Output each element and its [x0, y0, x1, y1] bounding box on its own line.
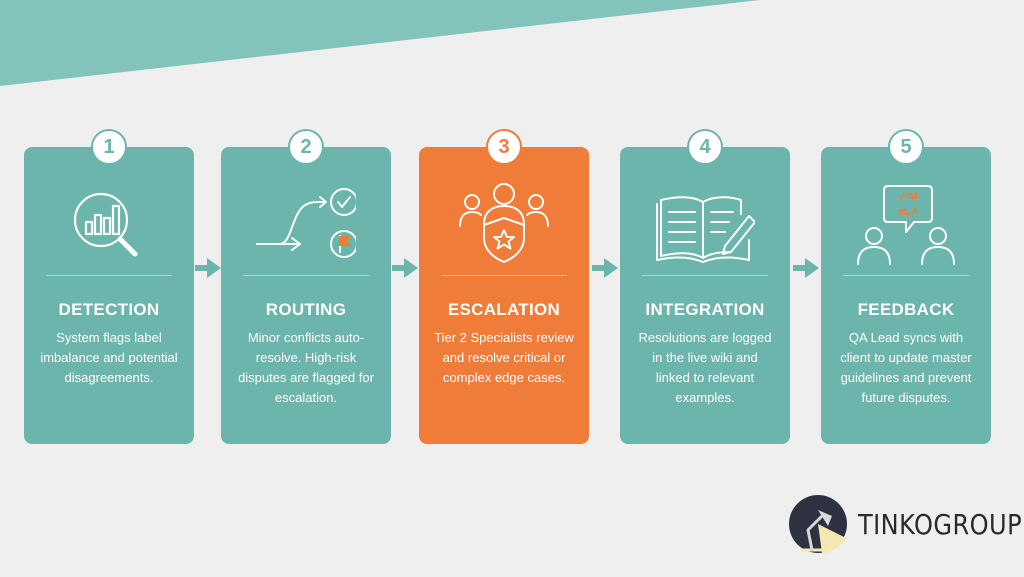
card-divider [243, 275, 369, 276]
step-number-badge: 2 [288, 129, 324, 165]
card-divider [843, 275, 969, 276]
step-card-feedback: 5 FEEDBACK QA Lead syncs with client to … [821, 129, 991, 444]
step-title: ROUTING [265, 300, 347, 319]
desk-lamp-logo-icon [789, 495, 847, 553]
arrow-right-icon [793, 258, 819, 278]
step-description: QA Lead syncs with client to update mast… [840, 330, 972, 405]
step-title: DETECTION [58, 300, 160, 319]
step-card-routing: 2 ROUTING Minor conflicts auto-resolve. … [221, 129, 391, 444]
step-description: Tier 2 Specialists review and resolve cr… [434, 330, 574, 385]
step-description: Resolutions are logged in the live wiki … [638, 330, 772, 405]
step-description: System flags label imbalance and potenti… [40, 330, 178, 385]
magnifier-chart-icon [73, 192, 138, 257]
step-number-badge: 3 [486, 129, 522, 165]
card-divider [642, 275, 768, 276]
arrow-right-icon [392, 258, 418, 278]
open-book-pen-icon [656, 196, 755, 263]
step-card-integration: 4 INTEGRATION Resolutions are logged in … [620, 129, 790, 444]
top-decorative-band [0, 0, 760, 86]
step-number-badge: 1 [91, 129, 127, 165]
branching-route-icon [256, 188, 356, 258]
card-divider [441, 275, 567, 276]
step-title: FEEDBACK [857, 300, 955, 319]
brand-name: TINKOGROUP [858, 508, 1023, 541]
step-description: Minor conflicts auto-resolve. High-risk … [238, 330, 374, 405]
step-title: INTEGRATION [645, 300, 765, 319]
people-sync-icon [857, 185, 955, 265]
step-card-detection: 1 DETECTION System flags label imbalance… [24, 129, 194, 444]
card-divider [46, 275, 172, 276]
specialists-shield-icon [459, 183, 549, 263]
arrow-right-icon [195, 258, 221, 278]
step-number-badge: 5 [888, 129, 924, 165]
step-number-badge: 4 [687, 129, 723, 165]
arrow-right-icon [592, 258, 618, 278]
step-card-escalation: 3 ESCALATION Tier 2 Specialists review a… [419, 129, 589, 444]
step-title: ESCALATION [447, 300, 561, 319]
